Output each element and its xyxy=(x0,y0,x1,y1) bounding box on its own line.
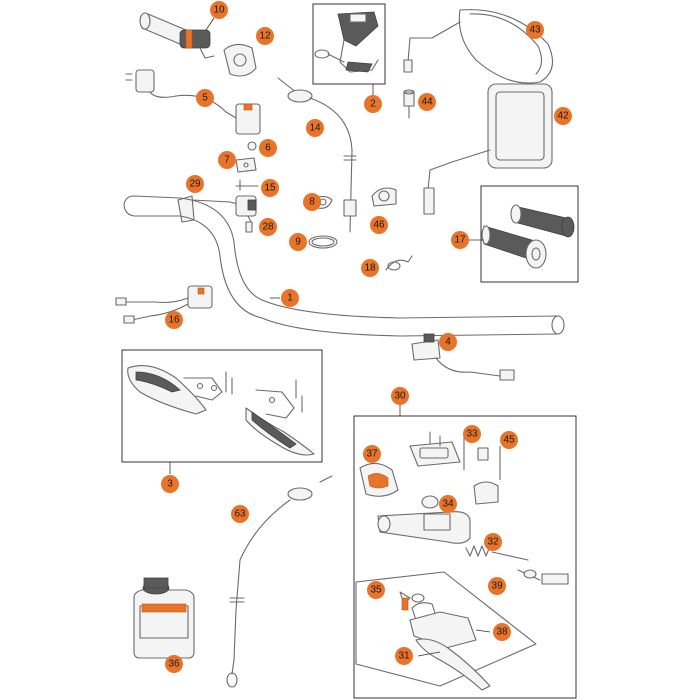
svg-text:45: 45 xyxy=(503,435,515,446)
svg-text:8: 8 xyxy=(309,197,315,208)
part-mirror-left xyxy=(403,9,554,84)
part-throttle-grip xyxy=(139,12,215,59)
part-kill-switch xyxy=(115,285,213,324)
part-mirror-right xyxy=(423,83,553,215)
svg-text:12: 12 xyxy=(259,31,271,42)
part-brake-master-cylinder xyxy=(355,431,569,691)
part-throttle-cable xyxy=(277,77,357,233)
callout-63: 63 xyxy=(231,505,249,523)
svg-text:30: 30 xyxy=(394,391,406,402)
part-clutch-switch xyxy=(411,333,515,381)
callout-12: 12 xyxy=(256,27,274,45)
svg-text:7: 7 xyxy=(224,155,230,166)
svg-text:29: 29 xyxy=(189,179,201,190)
callout-32: 32 xyxy=(484,533,502,551)
svg-text:34: 34 xyxy=(442,499,454,510)
callout-46: 46 xyxy=(370,216,388,234)
svg-text:6: 6 xyxy=(265,143,271,154)
callout-43: 43 xyxy=(526,21,544,39)
part-cable-tie-18 xyxy=(385,255,413,271)
svg-text:63: 63 xyxy=(234,509,246,520)
frame-part-17 xyxy=(480,185,579,283)
svg-text:9: 9 xyxy=(295,237,301,248)
callout-44: 44 xyxy=(418,93,436,111)
callout-42: 42 xyxy=(554,107,572,125)
callout-5: 5 xyxy=(196,89,214,107)
svg-text:32: 32 xyxy=(487,537,499,548)
callout-33: 33 xyxy=(463,425,481,443)
part-handlebar xyxy=(123,195,565,337)
callout-35: 35 xyxy=(367,581,385,599)
callout-28: 28 xyxy=(259,218,277,236)
callout-1: 1 xyxy=(281,289,299,307)
svg-text:17: 17 xyxy=(454,235,466,246)
part-brake-fluid-bottle xyxy=(133,577,195,659)
callout-8: 8 xyxy=(303,193,321,211)
svg-text:16: 16 xyxy=(168,315,180,326)
svg-text:18: 18 xyxy=(364,263,376,274)
callout-4: 4 xyxy=(439,333,457,351)
part-cable-63 xyxy=(226,475,333,688)
svg-text:33: 33 xyxy=(466,429,478,440)
svg-text:31: 31 xyxy=(398,651,410,662)
callout-14: 14 xyxy=(306,119,324,137)
callout-39: 39 xyxy=(488,577,506,595)
callout-7: 7 xyxy=(218,151,236,169)
svg-text:42: 42 xyxy=(557,111,569,122)
callout-15: 15 xyxy=(261,179,279,197)
svg-text:46: 46 xyxy=(373,220,385,231)
callout-18: 18 xyxy=(361,259,379,277)
callout-30: 30 xyxy=(391,387,409,405)
part-mirror-nut xyxy=(403,89,415,119)
part-handlebar-switch xyxy=(125,69,261,135)
leader-38 xyxy=(475,629,491,633)
callout-36: 36 xyxy=(165,655,183,673)
callout-17: 17 xyxy=(451,231,469,249)
frame-lever-subassembly xyxy=(355,571,537,687)
svg-text:10: 10 xyxy=(213,5,225,16)
svg-text:36: 36 xyxy=(168,659,180,670)
callout-16: 16 xyxy=(165,311,183,329)
part-o-ring-9 xyxy=(308,235,338,249)
callout-31: 31 xyxy=(395,647,413,665)
callout-37: 37 xyxy=(363,445,381,463)
callout-3: 3 xyxy=(161,475,179,493)
part-throttle-housing xyxy=(223,43,257,77)
part-clamp-46 xyxy=(371,187,397,207)
svg-text:5: 5 xyxy=(202,93,208,104)
frame-part-3 xyxy=(121,349,323,463)
svg-text:14: 14 xyxy=(309,123,321,134)
svg-text:44: 44 xyxy=(421,97,433,108)
svg-text:37: 37 xyxy=(366,449,378,460)
part-screw-28 xyxy=(245,221,253,233)
part-switch-assembly xyxy=(314,11,379,73)
leader-10 xyxy=(205,17,215,31)
svg-text:1: 1 xyxy=(287,293,293,304)
part-fasteners-6-7-15 xyxy=(235,141,259,191)
svg-text:35: 35 xyxy=(370,585,382,596)
part-hand-guards xyxy=(127,365,315,456)
part-lever-bracket xyxy=(177,195,257,225)
leader-31 xyxy=(417,651,441,657)
callout-45: 45 xyxy=(500,431,518,449)
svg-text:2: 2 xyxy=(370,99,376,110)
callout-10: 10 xyxy=(210,1,228,19)
frame-part-2 xyxy=(312,3,386,85)
callout-2: 2 xyxy=(364,95,382,113)
callout-29: 29 xyxy=(186,175,204,193)
callout-38: 38 xyxy=(493,623,511,641)
svg-text:28: 28 xyxy=(262,222,274,233)
frame-part-30 xyxy=(353,415,577,699)
svg-text:4: 4 xyxy=(445,337,451,348)
svg-text:43: 43 xyxy=(529,25,541,36)
callout-9: 9 xyxy=(289,233,307,251)
svg-text:15: 15 xyxy=(264,183,276,194)
callout-34: 34 xyxy=(439,495,457,513)
svg-text:3: 3 xyxy=(167,479,173,490)
part-handlebar-grips xyxy=(481,204,575,269)
svg-text:39: 39 xyxy=(491,581,503,592)
svg-text:38: 38 xyxy=(496,627,508,638)
callout-6: 6 xyxy=(259,139,277,157)
